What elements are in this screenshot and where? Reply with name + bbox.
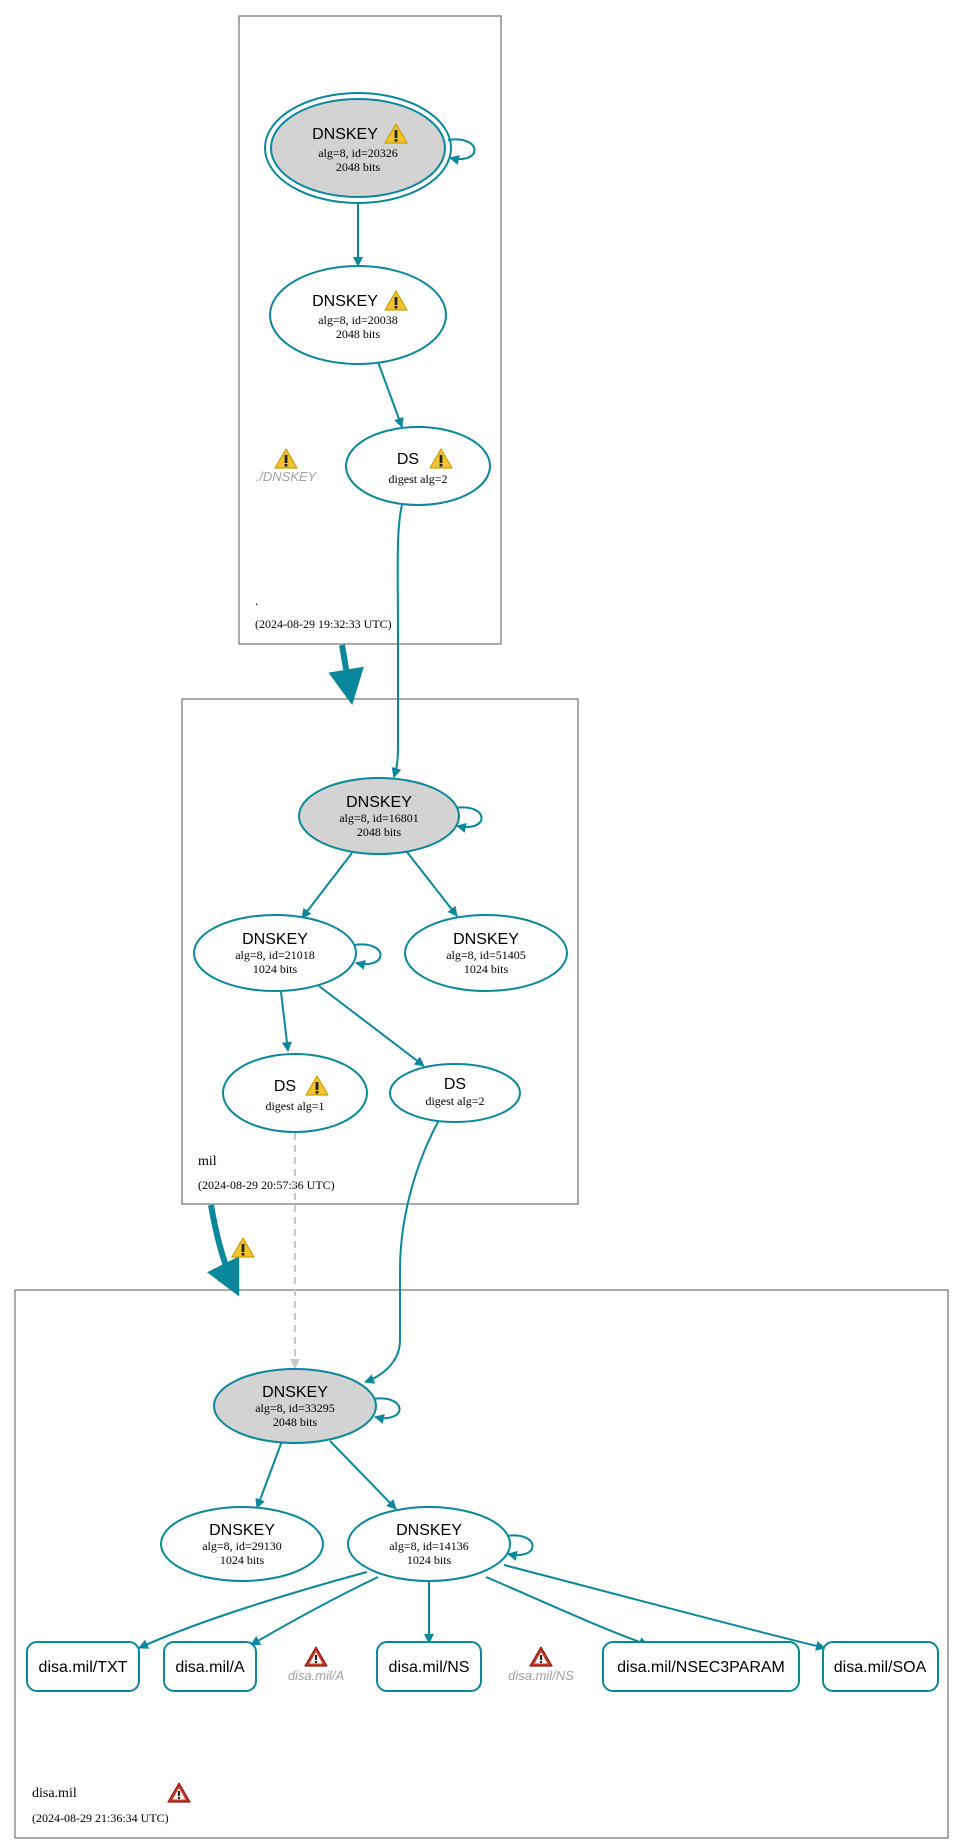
warning-icon (274, 448, 298, 469)
node-mil-ksk-line2: 2048 bits (357, 825, 402, 839)
node-mil-zsk-21018[interactable]: DNSKEY alg=8, id=21018 1024 bits (193, 914, 357, 992)
edge-21018-to-ds1 (280, 991, 292, 1052)
node-rr-soa-label: disa.mil/SOA (834, 1659, 927, 1676)
edge-21018-self (353, 943, 382, 970)
error-icon (304, 1646, 328, 1667)
node-root-ds-line1: digest alg=2 (388, 472, 447, 486)
node-root-zsk-line1: alg=8, id=20038 (318, 313, 398, 327)
node-mil-ds2-title: DS (444, 1076, 466, 1093)
node-mil-zsk-51405-title: DNSKEY (453, 931, 519, 948)
node-root-zsk-line2: 2048 bits (336, 327, 381, 341)
node-mil-ds1[interactable]: DS digest alg=1 (222, 1053, 368, 1133)
node-rr-a-missing-label: disa.mil/A (288, 1668, 344, 1683)
edge-mil-ksk-to-51405 (406, 851, 458, 917)
node-mil-ksk-title: DNSKEY (346, 794, 412, 811)
edge-root-ksk-self (447, 138, 476, 165)
zone-disa-timestamp: (2024-08-29 21:36:34 UTC) (32, 1811, 169, 1825)
edge-root-ds-to-mil-ksk (391, 504, 403, 778)
node-rr-nsec3param-label: disa.mil/NSEC3PARAM (617, 1659, 785, 1676)
zone-root: . (2024-08-29 19:32:33 UTC) (238, 15, 502, 645)
edge-14136-to-nsec3param (485, 1576, 649, 1647)
node-mil-zsk-21018-line1: alg=8, id=21018 (235, 948, 315, 962)
node-mil-ds2[interactable]: DS digest alg=2 (389, 1063, 521, 1123)
node-rr-ns-label: disa.mil/NS (389, 1659, 470, 1676)
node-disa-zsk-14136-title: DNSKEY (396, 1522, 462, 1539)
node-disa-zsk-29130-title: DNSKEY (209, 1522, 275, 1539)
zone-root-name: . (255, 593, 258, 608)
node-root-ksk-title: DNSKEY (312, 126, 378, 143)
node-mil-zsk-51405[interactable]: DNSKEY alg=8, id=51405 1024 bits (404, 914, 568, 992)
node-disa-zsk-14136-line1: alg=8, id=14136 (389, 1539, 469, 1553)
node-disa-ksk-title: DNSKEY (262, 1384, 328, 1401)
node-mil-ksk-line1: alg=8, id=16801 (339, 811, 419, 825)
node-root-ds[interactable]: DS digest alg=2 (345, 426, 491, 506)
node-rr-a[interactable]: disa.mil/A (163, 1641, 257, 1692)
node-rr-a-missing[interactable]: disa.mil/A (288, 1646, 344, 1683)
node-root-ksk-line1: alg=8, id=20326 (318, 146, 398, 160)
node-rr-txt-label: disa.mil/TXT (39, 1659, 128, 1676)
edge-ds2-to-disa-ksk (364, 1119, 440, 1384)
node-mil-ksk[interactable]: DNSKEY alg=8, id=16801 2048 bits (298, 777, 460, 855)
delegation-root-to-mil (328, 644, 364, 706)
node-mil-ds2-line1: digest alg=2 (425, 1094, 484, 1108)
edge-21018-to-ds2 (318, 985, 425, 1067)
node-root-ksk[interactable]: DNSKEY alg=8, id=20326 2048 bits (264, 92, 452, 204)
node-rr-soa[interactable]: disa.mil/SOA (822, 1641, 939, 1692)
edge-mil-ksk-self (454, 806, 483, 833)
node-root-dnskey-missing[interactable]: ./DNSKEY (256, 448, 318, 484)
edge-disa-ksk-to-14136 (329, 1440, 397, 1510)
node-mil-zsk-21018-title: DNSKEY (242, 931, 308, 948)
zone-disa: disa.mil (2024-08-29 21:36:34 UTC) (14, 1289, 949, 1839)
zone-mil: mil (2024-08-29 20:57:36 UTC) (181, 698, 579, 1205)
node-rr-a-label: disa.mil/A (175, 1659, 245, 1676)
edge-root-zsk-to-ds (377, 361, 404, 428)
node-mil-ds1-line1: digest alg=1 (265, 1099, 324, 1113)
node-root-ds-title: DS (397, 451, 419, 468)
zone-disa-name: disa.mil (32, 1786, 77, 1801)
node-disa-ksk[interactable]: DNSKEY alg=8, id=33295 2048 bits (213, 1368, 377, 1444)
node-disa-zsk-29130-line2: 1024 bits (220, 1553, 265, 1567)
node-rr-txt[interactable]: disa.mil/TXT (26, 1641, 140, 1692)
zone-root-timestamp: (2024-08-29 19:32:33 UTC) (255, 617, 392, 631)
node-mil-ds1-title: DS (274, 1078, 296, 1095)
node-disa-zsk-14136-line2: 1024 bits (407, 1553, 452, 1567)
zone-mil-timestamp: (2024-08-29 20:57:36 UTC) (198, 1178, 335, 1192)
edge-disa-ksk-self (372, 1397, 401, 1424)
node-root-zsk-title: DNSKEY (312, 293, 378, 310)
node-root-dnskey-missing-label: ./DNSKEY (256, 469, 318, 484)
edges (138, 138, 826, 1651)
edge-14136-to-txt (138, 1571, 368, 1649)
edge-mil-ksk-to-21018 (301, 852, 353, 919)
delegation-mil-to-disa-warning-icon (231, 1237, 255, 1258)
edge-14136-self (505, 1534, 534, 1561)
edge-14136-to-a (250, 1576, 379, 1646)
node-disa-zsk-29130-line1: alg=8, id=29130 (202, 1539, 282, 1553)
edge-disa-ksk-to-29130 (255, 1440, 283, 1509)
node-rr-nsec3param[interactable]: disa.mil/NSEC3PARAM (602, 1641, 800, 1692)
node-mil-zsk-21018-line2: 1024 bits (253, 962, 298, 976)
zone-disa-error-icon (167, 1782, 191, 1803)
node-root-zsk[interactable]: DNSKEY alg=8, id=20038 2048 bits (269, 265, 447, 365)
node-rr-ns-missing-label: disa.mil/NS (508, 1668, 574, 1683)
node-disa-ksk-line2: 2048 bits (273, 1415, 318, 1429)
zone-disa-box (14, 1289, 949, 1839)
node-mil-zsk-51405-line1: alg=8, id=51405 (446, 948, 526, 962)
zone-mil-box (181, 698, 579, 1205)
edge-14136-to-soa (503, 1564, 826, 1651)
zone-mil-name: mil (198, 1154, 217, 1169)
error-icon (529, 1646, 553, 1667)
node-disa-zsk-29130[interactable]: DNSKEY alg=8, id=29130 1024 bits (160, 1506, 324, 1582)
delegation-mil-to-disa (207, 1204, 240, 1297)
zone-root-box (238, 15, 502, 645)
node-rr-ns[interactable]: disa.mil/NS (376, 1641, 482, 1692)
node-rr-ns-missing[interactable]: disa.mil/NS (508, 1646, 574, 1683)
node-mil-zsk-51405-line2: 1024 bits (464, 962, 509, 976)
node-root-ksk-line2: 2048 bits (336, 160, 381, 174)
node-disa-zsk-14136[interactable]: DNSKEY alg=8, id=14136 1024 bits (347, 1506, 511, 1582)
node-disa-ksk-line1: alg=8, id=33295 (255, 1401, 335, 1415)
